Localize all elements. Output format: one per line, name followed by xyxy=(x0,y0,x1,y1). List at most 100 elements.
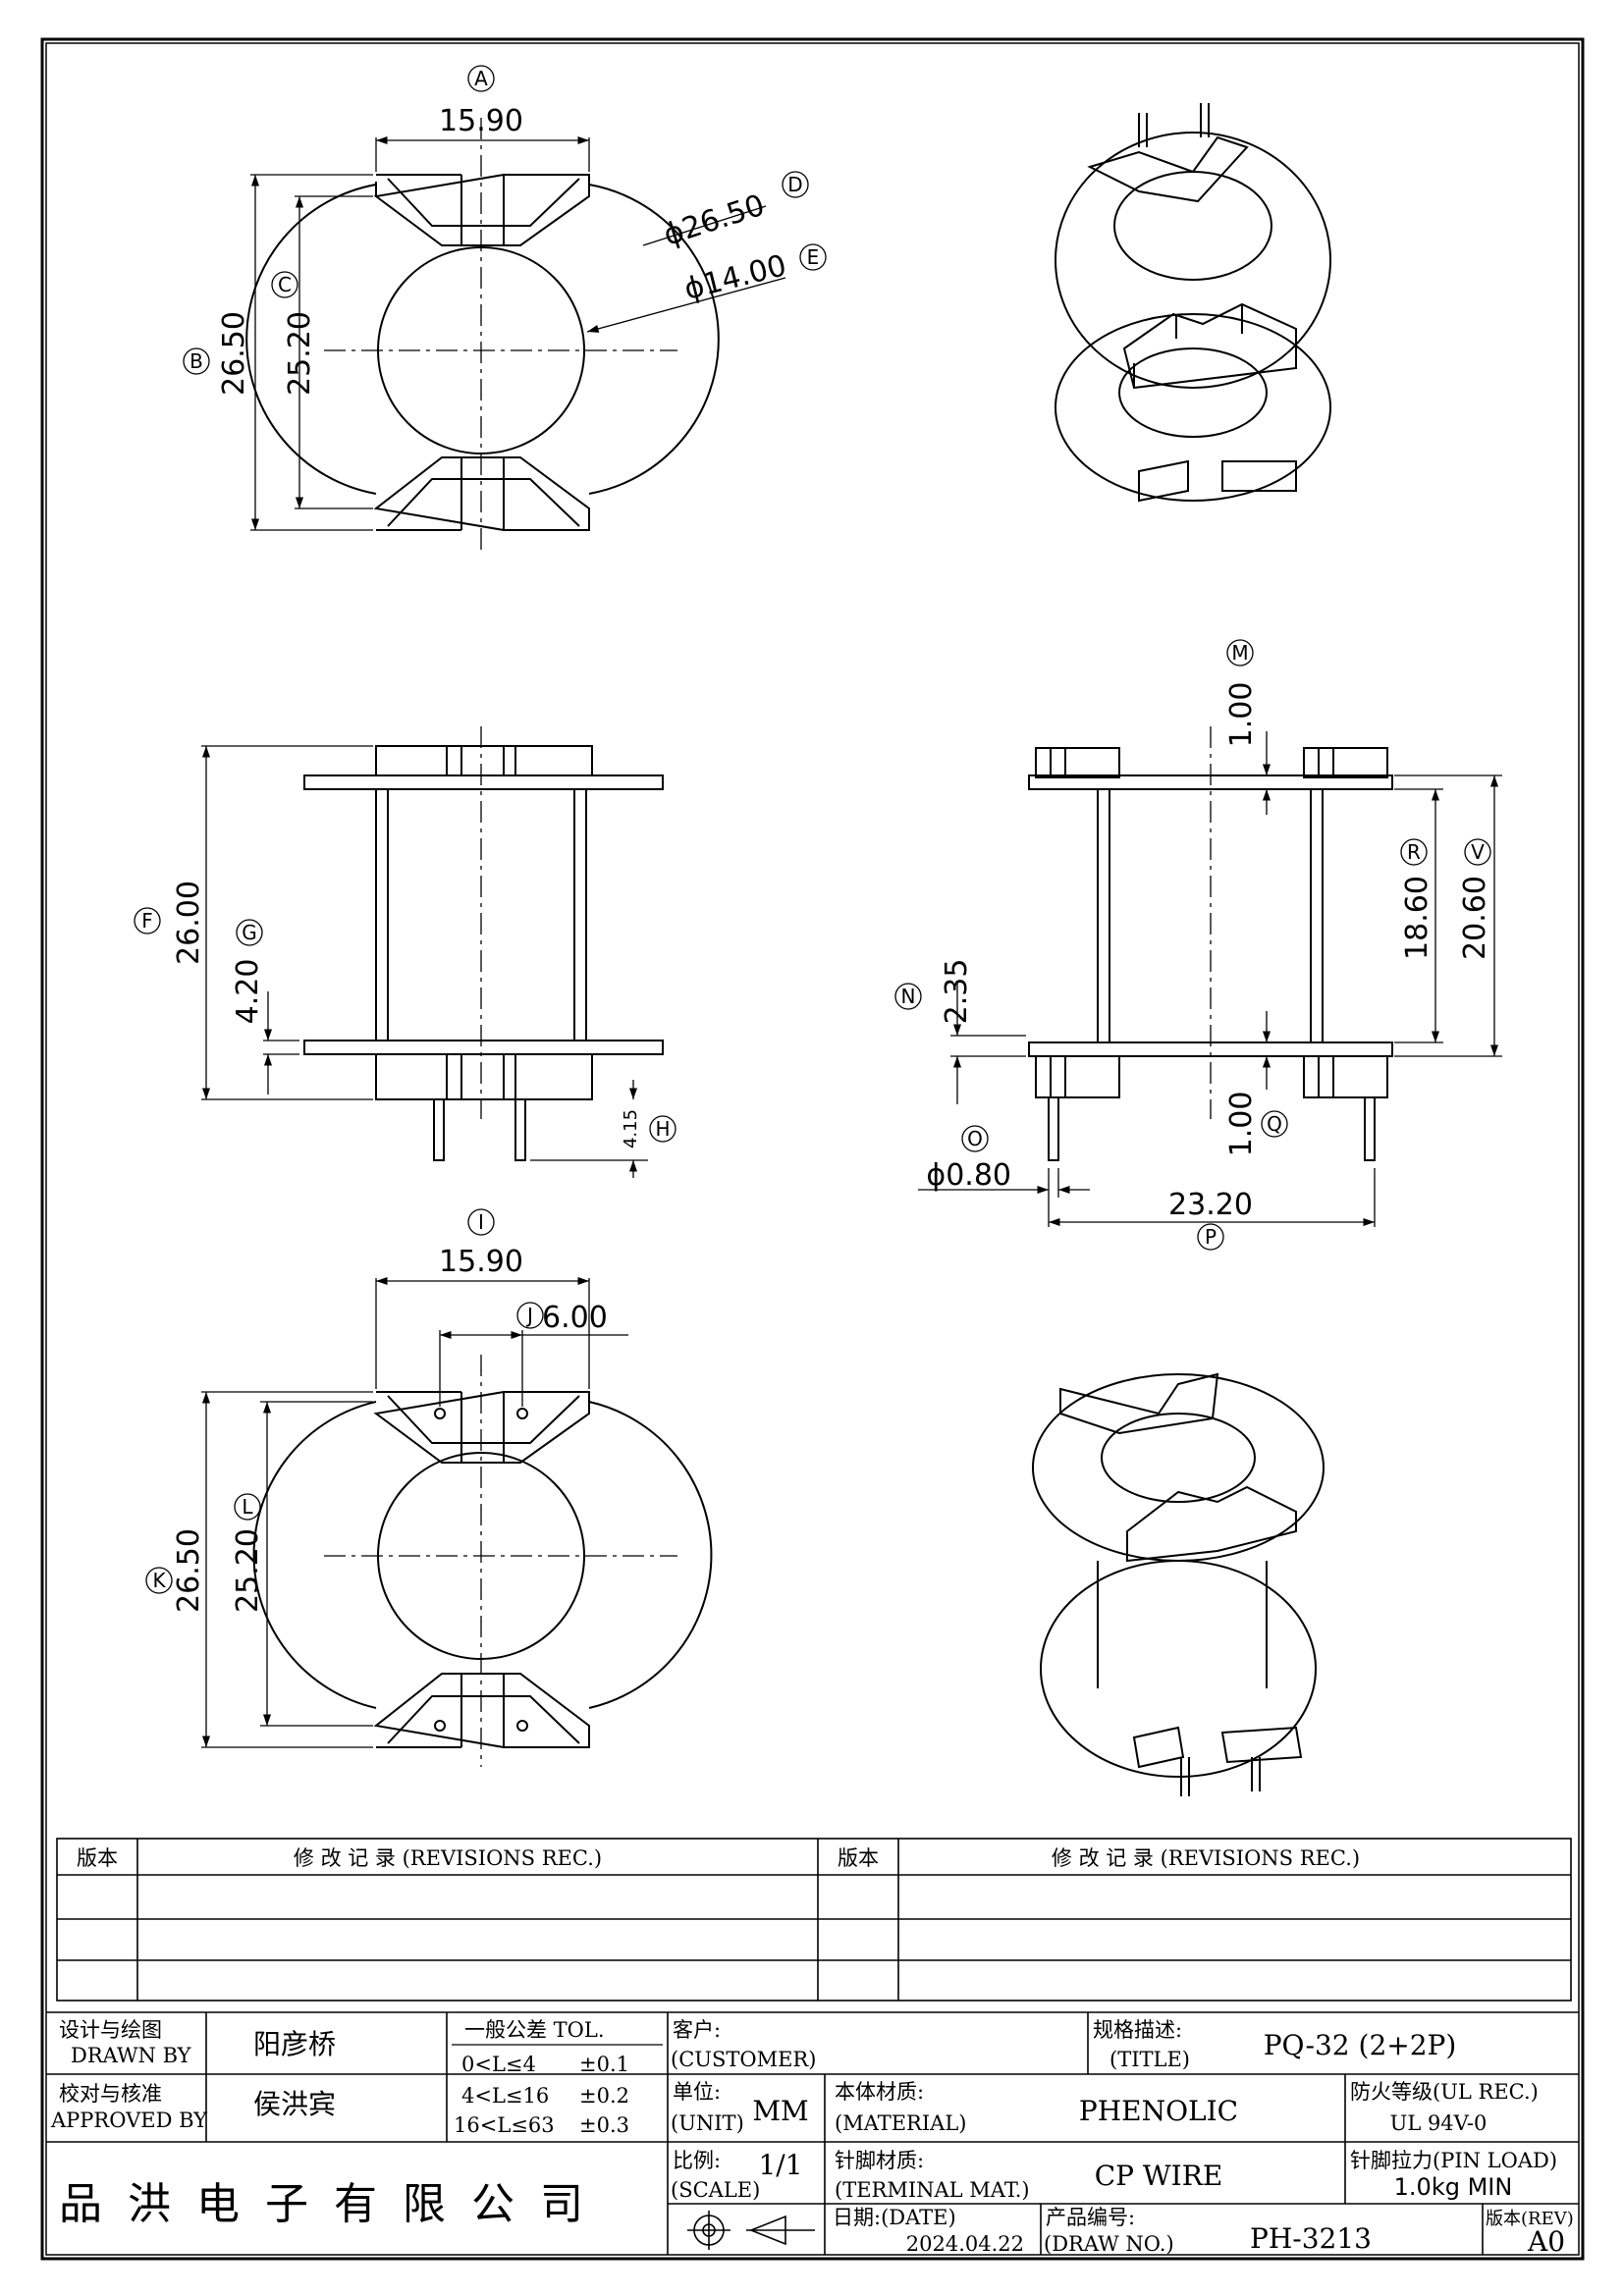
pin-load-value: 1.0kg MIN xyxy=(1394,2173,1513,2201)
date-label: 日期:(DATE) xyxy=(833,2206,956,2229)
end-view-dims xyxy=(918,731,1502,1227)
svg-text:E: E xyxy=(807,245,820,269)
rev-col-record-left: 修 改 记 录 (REVISIONS REC.) xyxy=(294,1846,602,1870)
rev-col-record-right: 修 改 记 录 (REVISIONS REC.) xyxy=(1052,1846,1360,1870)
side-view xyxy=(303,745,664,1161)
svg-text:P: P xyxy=(1205,1225,1217,1249)
bubble-q: Q xyxy=(1261,1110,1288,1138)
isometric-view-top xyxy=(1055,103,1331,503)
dim-top-height: 26.50 xyxy=(217,311,251,396)
bubble-v: V xyxy=(1464,838,1491,866)
svg-text:Q: Q xyxy=(1267,1112,1282,1136)
svg-text:F: F xyxy=(141,909,153,933)
bubble-i: I xyxy=(467,1208,495,1236)
rev-col-version-right: 版本 xyxy=(838,1846,879,1870)
dim-top-inner-height: 25.20 xyxy=(283,311,317,396)
top-view xyxy=(245,174,720,531)
bubble-p: P xyxy=(1197,1223,1224,1251)
dim-flange-thk-top: 1.00 xyxy=(1224,682,1259,748)
top-view-centerlines xyxy=(324,118,677,555)
title-value: PQ-32 (2+2P) xyxy=(1264,2029,1457,2061)
bubble-c: C xyxy=(271,271,298,298)
tolerance-value-2: ±0.2 xyxy=(579,2084,629,2108)
scale-label: 比例: xyxy=(673,2149,721,2172)
unit-label: 单位: xyxy=(673,2080,721,2104)
svg-text:H: H xyxy=(655,1117,670,1141)
svg-text:K: K xyxy=(152,1569,166,1592)
unit-value: MM xyxy=(752,2095,808,2127)
scale-value: 1/1 xyxy=(758,2149,802,2181)
dim-pin-pitch: 23.20 xyxy=(1168,1188,1253,1222)
customer-label-en: (CUSTOMER) xyxy=(671,2048,816,2071)
designer-label-cn: 设计与绘图 xyxy=(59,2018,162,2042)
dim-flange-gap: 4.20 xyxy=(231,959,265,1025)
title-block-grid xyxy=(46,2011,1579,2255)
svg-text:I: I xyxy=(478,1210,484,1234)
svg-text:G: G xyxy=(242,921,257,944)
tolerance-label: 一般公差 TOL. xyxy=(464,2018,605,2042)
outer-frame xyxy=(40,37,1585,2261)
dim-bottom-height: 26.50 xyxy=(172,1528,206,1613)
title-label-en: (TITLE) xyxy=(1109,2048,1190,2071)
company-name: 品洪电子有限公司 xyxy=(59,2179,609,2229)
dim-top-width: 15.90 xyxy=(439,104,523,138)
approver-label-en: APPROVED BY xyxy=(50,2109,208,2132)
dim-pin-dia: ϕ0.80 xyxy=(926,1158,1011,1193)
svg-text:L: L xyxy=(242,1495,253,1519)
fire-rating-label: 防火等级(UL REC.) xyxy=(1350,2080,1539,2104)
top-view-dims xyxy=(250,135,786,531)
rev-label: 版本(REV) xyxy=(1486,2209,1574,2229)
dim-outer-span: 20.60 xyxy=(1458,876,1492,960)
svg-text:A: A xyxy=(474,67,488,90)
isometric-view-bottom xyxy=(1032,1372,1325,1796)
bubble-e: E xyxy=(799,243,827,271)
bubble-m: M xyxy=(1226,639,1254,667)
terminal-label-en: (TERMINAL MAT.) xyxy=(835,2178,1030,2202)
bottom-view xyxy=(252,1391,713,1748)
bottom-view-centerlines xyxy=(324,1355,677,1767)
pin-load-label: 针脚拉力(PIN LOAD) xyxy=(1350,2149,1557,2172)
date-value: 2024.04.22 xyxy=(906,2232,1024,2256)
customer-label: 客户: xyxy=(673,2018,721,2042)
draw-no-value: PH-3213 xyxy=(1250,2222,1372,2255)
bottom-view-dims xyxy=(201,1276,628,1748)
bubble-d: D xyxy=(782,171,809,198)
terminal-value: CP WIRE xyxy=(1095,2160,1223,2192)
tolerance-value-3: ±0.3 xyxy=(579,2113,629,2137)
svg-text:O: O xyxy=(967,1127,983,1150)
approver-label-cn: 校对与核准 xyxy=(59,2082,162,2106)
rev-col-version-left: 版本 xyxy=(77,1846,118,1870)
svg-text:M: M xyxy=(1231,641,1248,665)
material-label-en: (MATERIAL) xyxy=(835,2111,966,2135)
material-label: 本体材质: xyxy=(835,2080,924,2104)
title-label: 规格描述: xyxy=(1093,2018,1182,2042)
bubble-n: N xyxy=(894,983,922,1010)
dim-inner-span: 18.60 xyxy=(1400,876,1434,960)
svg-text:N: N xyxy=(901,985,916,1008)
dim-core-dia: ϕ14.00 xyxy=(680,248,789,307)
fire-rating-value: UL 94V-0 xyxy=(1390,2111,1488,2135)
svg-text:R: R xyxy=(1407,840,1421,864)
dim-flange-offset: 2.35 xyxy=(940,959,974,1025)
draw-no-label-en: (DRAW NO.) xyxy=(1044,2232,1174,2256)
bubble-k: K xyxy=(145,1567,173,1594)
svg-text:D: D xyxy=(787,173,802,196)
draw-no-label: 产品编号: xyxy=(1046,2206,1135,2229)
bubble-f: F xyxy=(134,907,161,934)
designer-name: 阳彦桥 xyxy=(253,2028,336,2060)
dim-side-height: 26.00 xyxy=(172,881,206,965)
dim-pin-len: 4.15 xyxy=(621,1109,641,1148)
terminal-label: 针脚材质: xyxy=(835,2149,924,2172)
approver-name: 侯洪宾 xyxy=(253,2088,336,2120)
tolerance-range-2: 4<L≤16 xyxy=(461,2084,549,2108)
bubble-g: G xyxy=(236,919,263,946)
dim-flange-thk-bottom: 1.00 xyxy=(1224,1092,1259,1157)
tolerance-value-1: ±0.1 xyxy=(579,2053,629,2076)
tolerance-range-3: 16<L≤63 xyxy=(454,2113,555,2137)
bubble-r: R xyxy=(1400,838,1428,866)
bubble-l: L xyxy=(234,1493,261,1521)
designer-label-en: DRAWN BY xyxy=(71,2044,192,2067)
dim-pin-spacing: 6.00 xyxy=(542,1301,608,1335)
scale-label-en: (SCALE) xyxy=(671,2178,760,2202)
